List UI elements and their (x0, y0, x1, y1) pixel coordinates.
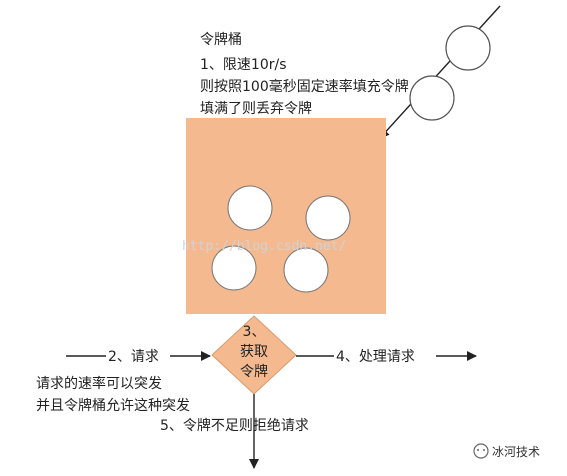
rate-limit-text: 1、限速10r/s (200, 57, 287, 73)
bucket-token (305, 195, 351, 241)
discard-text: 填满了则丢弃令牌 (200, 100, 312, 117)
request-label: 2、请求 (108, 349, 159, 365)
token-inflow-arrow (379, 5, 501, 139)
reject-label: 5、令牌不足则拒绝请求 (160, 417, 309, 434)
watermark: http://blog.csdn.net/ (182, 239, 346, 254)
brand-name: 冰河技术 (492, 445, 540, 459)
incoming-token (445, 25, 491, 71)
step-3-label: 3、 (243, 324, 266, 340)
diagram-title: 令牌桶 (200, 31, 242, 48)
incoming-token (409, 75, 455, 121)
bucket-token (227, 185, 273, 231)
chat-bubble-icon (473, 443, 489, 459)
brand-logo: 冰河技术 (473, 443, 540, 459)
burst-text: 请求的速率可以突发 (36, 375, 162, 392)
fill-rate-text: 则按照100毫秒固定速率填充令牌 (200, 78, 409, 95)
bucket-token (211, 245, 257, 291)
acquire-text: 获取 (240, 344, 268, 360)
token-bucket (186, 118, 386, 314)
burst-allowed-text: 并且令牌桶允许这种突发 (36, 397, 190, 414)
token-text: 令牌 (240, 363, 268, 380)
process-label: 4、处理请求 (336, 349, 415, 365)
bucket-token (283, 247, 329, 293)
